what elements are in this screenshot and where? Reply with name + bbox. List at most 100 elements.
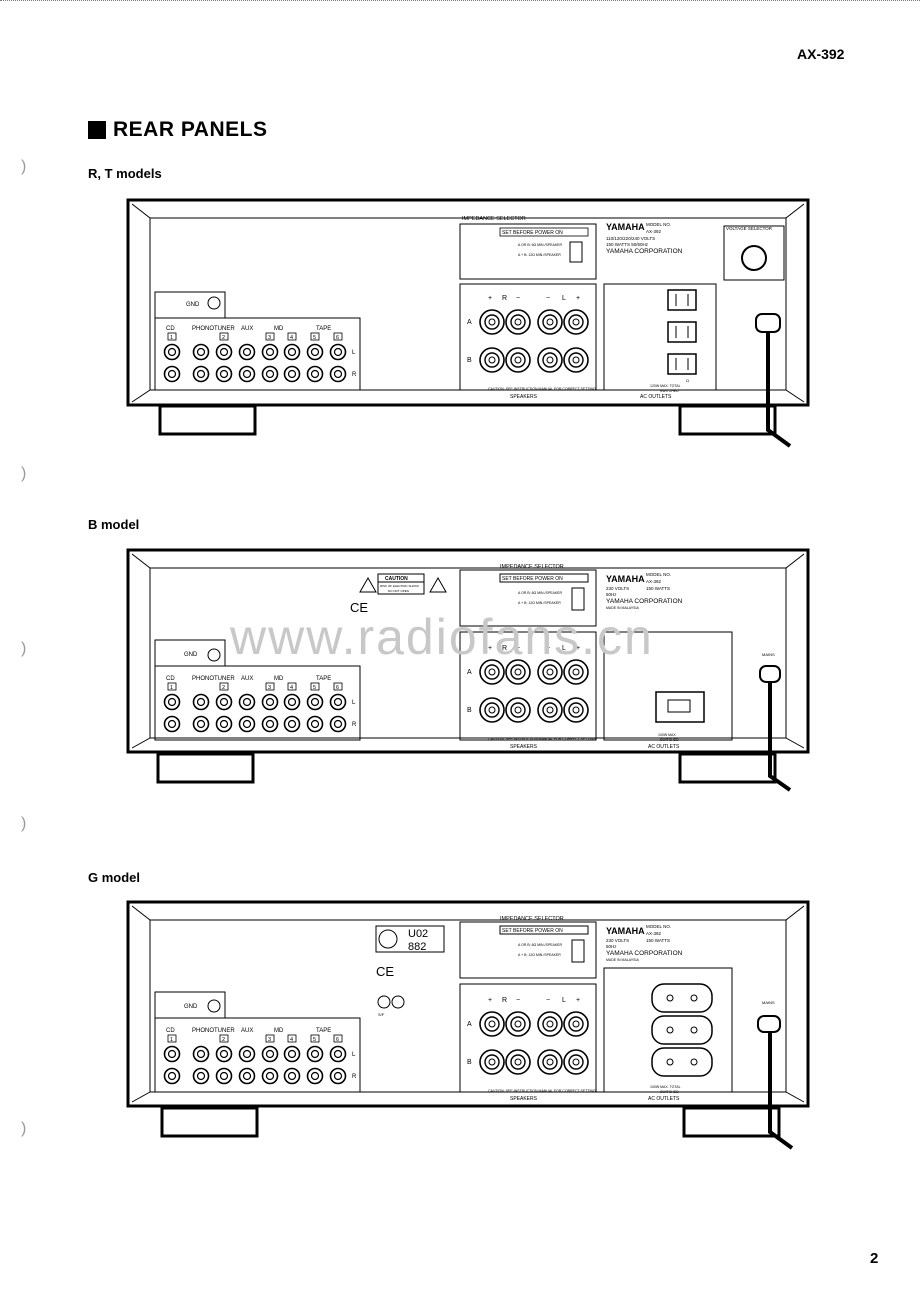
brand-logo: YAMAHA [606,222,645,232]
rca-jack [215,1067,233,1085]
speaker-row-b: B [467,1059,472,1066]
caution-box-title: CAUTION [385,576,408,582]
speaker-terminal-core [572,1020,580,1028]
input-number-box [310,682,320,691]
input-number: 2 [222,335,225,341]
ac-outlet-2 [667,321,697,343]
watermark: www.radiofans.cn [230,609,654,665]
rca-jack [261,693,279,711]
rca-jack-inner [310,719,320,729]
label-tuner: TUNER [214,1028,235,1034]
ac-note-2: SWITCHED [660,1090,679,1094]
rca-jack [306,343,324,361]
input-number-box [167,332,177,341]
rca-jack [329,715,347,733]
label-tuner: TUNER [214,326,235,332]
speaker-terminal-core [488,1020,496,1028]
speaker-minus-label: − [546,997,550,1004]
rca-jack [261,1067,279,1085]
rca-jack-inner [167,1049,177,1059]
approval-mark-f [391,995,405,1009]
speaker-terminal-ring [568,702,584,718]
rca-jack [261,1045,279,1063]
speaker-terminal-core [546,318,554,326]
rca-jack [283,715,301,733]
impedance-switch [569,241,583,263]
speakers-label: SPEAKERS [510,744,538,750]
rca-jack-inner [310,369,320,379]
label-tuner: TUNER [214,676,235,682]
rca-jack [192,1067,210,1085]
schuko-outlet-3 [651,1047,713,1077]
panel-label-rt: R, T models [88,166,162,181]
label-md: MD [274,1028,284,1034]
margin-mark: ) [21,640,27,657]
speaker-minus-label: − [516,295,520,302]
ac-outlets-label: AC OUTLETS [640,394,672,400]
channel-l-label: L [352,1052,356,1058]
impedance-opt-2: A + B: 12Ω MIN./SPEAKER [518,953,561,957]
corp-name: YAMAHA CORPORATION [606,598,683,605]
rca-jack [329,365,347,383]
rca-jack [306,1067,324,1085]
input-number: 2 [222,685,225,691]
speaker-r-label: R [502,295,507,302]
input-number-box [287,1034,297,1043]
margin-mark: ) [21,815,27,832]
rca-jack-inner [242,1049,252,1059]
speaker-row-a: A [467,1021,472,1028]
ac-outlet-box [603,283,717,391]
speaker-terminal-ring [542,1016,558,1032]
input-number: 5 [313,335,316,341]
rca-jack-inner [196,347,206,357]
rca-jack-inner [167,719,177,729]
rca-jack-inner [167,369,177,379]
model-no: AX-392 [646,229,662,234]
vde-emblem [378,929,398,949]
rca-jack-inner [333,1071,343,1081]
rca-jack [329,343,347,361]
speaker-terminal-core [514,356,522,364]
rca-jack [163,343,181,361]
caution-text-1: RISK OF ELECTRIC SHOCK [380,584,419,588]
speaker-terminal [479,659,505,685]
label-tape: TAPE [316,676,331,682]
input-number-box [287,332,297,341]
speaker-row-a: A [467,669,472,676]
rca-jack-inner [219,697,229,707]
speaker-terminal [537,1011,563,1037]
speaker-terminal [505,347,531,373]
label-phono: PHONO [192,676,214,682]
caution-text-2: DO NOT OPEN [388,589,409,593]
input-number: 3 [268,335,271,341]
ac-note-2: SWITCHED [660,738,679,742]
impedance-title: IMPEDANCE SELECTOR [500,916,564,922]
speaker-terminal [537,697,563,723]
corp-name: YAMAHA CORPORATION [606,248,683,255]
rca-jack [283,693,301,711]
rating-watts: 150 WATTS [646,938,670,943]
rca-jack [238,715,256,733]
model-no-label: MODEL NO. [646,222,671,227]
speaker-terminal-core [546,1020,554,1028]
ac-outlets-label: AC OUTLETS [648,744,680,750]
rca-jack [215,693,233,711]
rca-jack [261,343,279,361]
ac-outlet-1 [667,289,697,311]
speakers-caution: CAUTION: SEE INSTRUCTION MANUAL FOR CORR… [488,387,596,391]
rca-jack [283,343,301,361]
warning-triangle-2 [429,576,447,593]
rca-jack-inner [242,719,252,729]
speakers-label: SPEAKERS [510,394,538,400]
speaker-terminal-core [488,706,496,714]
rating-watts: 150 WATTS [646,586,670,591]
speaker-terminal-ring [510,352,526,368]
rca-jack-inner [196,1049,206,1059]
speaker-l-label: L [562,997,566,1004]
rca-jack-inner [265,719,275,729]
speaker-terminal [505,309,531,335]
speaker-terminal-ring [510,1016,526,1032]
speaker-terminal [537,347,563,373]
rca-jack-inner [196,719,206,729]
